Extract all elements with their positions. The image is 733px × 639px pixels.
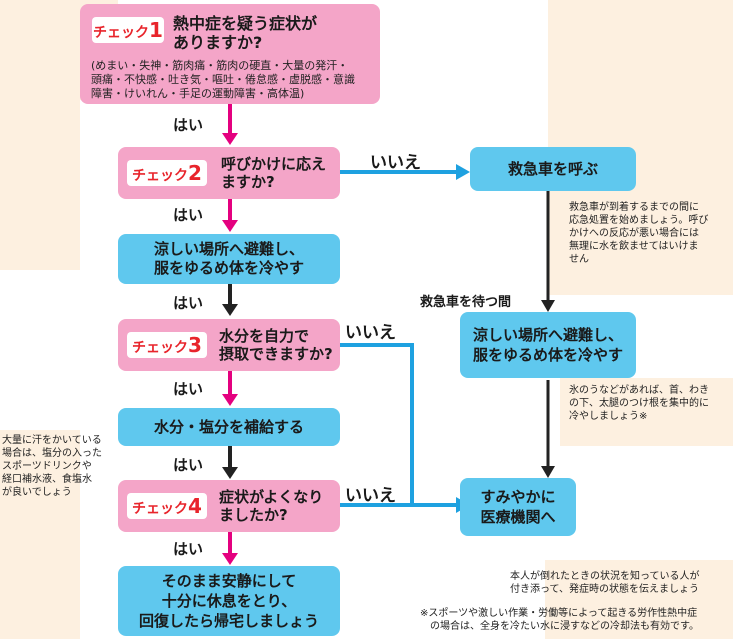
arrow-check1-to-check2: [222, 103, 238, 145]
no-label-check3: いいえ: [345, 323, 396, 343]
companion-note-line2: 付き添って、発症時の状態を伝えましょう: [510, 584, 699, 595]
check2-chip-number: 2: [188, 161, 202, 185]
check3-question-line2: 摂取できますか?: [219, 345, 333, 363]
cool-left-box: 涼しい場所へ避難し、 服をゆるめ体を冷やす: [118, 234, 340, 284]
check1-chip: チェック1: [92, 17, 164, 43]
check2-chip: チェック2: [127, 160, 207, 186]
hydrate-text: 水分・塩分を補給する: [153, 418, 304, 436]
no-label-check4: いいえ: [345, 486, 396, 506]
arrow-check2-no-to-ambulance: [338, 164, 470, 180]
check4-question: 症状がよくなり ましたか?: [219, 488, 323, 524]
check1-symptoms-line2: 頭痛・不快感・吐き気・嘔吐・倦怠感・虚脱感・意識: [91, 73, 355, 86]
sweat-note-line1: 大量に汗をかいている: [2, 435, 102, 446]
check1-question-line1: 熱中症を疑う症状が: [173, 14, 318, 33]
rest-box: そのまま安静にして 十分に休息をとり、 回復したら帰宅しましょう: [118, 566, 340, 636]
check1-symptoms: (めまい・失神・筋肉痛・筋肉の硬直・大量の発汗・ 頭痛・不快感・吐き気・嘔吐・倦…: [91, 59, 355, 101]
check1-symptoms-line3: 障害・けいれん・手足の運動障害・高体温): [91, 87, 305, 100]
cool-left-line1: 涼しい場所へ避難し、: [153, 240, 304, 258]
sweat-note-line4: 経口補水液、食塩水: [2, 474, 92, 485]
arrow-cool-to-check3: [222, 284, 238, 316]
ambulance-note-line1: 救急車が到着するまでの間に: [569, 202, 699, 213]
arrow-check2-to-cool: [222, 198, 238, 232]
yes-label-5: はい: [173, 456, 204, 474]
sweat-note: 大量に汗をかいている 場合は、塩分の入った スポーツドリンクや 経口補水液、食塩…: [2, 434, 102, 499]
check1-symptoms-line1: (めまい・失神・筋肉痛・筋肉の硬直・大量の発汗・: [91, 59, 349, 72]
cool-left-line2: 服をゆるめ体を冷やす: [153, 259, 304, 277]
ambulance-note-line4: 無理に水を飲ませてはいけま: [569, 241, 699, 252]
check3-chip-number: 3: [188, 333, 202, 357]
footnote-line1: ※スポーツや激しい作業・労働等によって起きる労作性熱中症: [420, 608, 698, 619]
rest-line3: 回復したら帰宅しましょう: [138, 612, 319, 630]
cool-right-line2: 服をゆるめ体を冷やす: [472, 346, 623, 364]
waiting-label: 救急車を待つ間: [420, 295, 512, 310]
rest-line1: そのまま安静にして: [161, 572, 297, 590]
yes-label-1: はい: [173, 116, 204, 134]
check3-question-line1: 水分を自力で: [219, 327, 310, 345]
ice-note-line1: 氷のうなどがあれば、首、わき: [569, 385, 709, 396]
sweat-note-line3: スポーツドリンクや: [2, 461, 92, 472]
check1-question: 熱中症を疑う症状が ありますか?: [173, 14, 317, 52]
cool-right-line1: 涼しい場所へ避難し、: [472, 326, 623, 344]
arrow-cool-right-to-hospital: [541, 380, 555, 478]
hospital-line1: すみやかに: [480, 488, 556, 506]
check4-question-line2: ましたか?: [219, 506, 288, 524]
ice-note: 氷のうなどがあれば、首、わき の下、太腿のつけ根を集中的に 冷やしましょう※: [569, 384, 709, 423]
ice-note-line3: 冷やしましょう※: [569, 411, 648, 422]
arrow-check3-to-hydrate: [222, 370, 238, 406]
rest-line2: 十分に休息をとり、: [161, 592, 297, 610]
arrow-ambulance-to-cool-right: [541, 190, 555, 312]
check3-chip-label: チェック: [132, 340, 189, 356]
check4-chip: チェック4: [127, 493, 207, 519]
arrow-hydrate-to-check4: [222, 446, 238, 479]
hospital-box: すみやかに 医療機関へ: [460, 478, 576, 536]
white-block-mid: [390, 185, 500, 265]
ambulance-text: 救急車を呼ぶ: [507, 160, 598, 178]
arrow-check3-no-to-hospital: [338, 343, 414, 505]
check3-question: 水分を自力で 摂取できますか?: [219, 327, 333, 363]
check2-question: 呼びかけに応え ますか?: [221, 155, 326, 191]
yes-label-2: はい: [173, 206, 204, 224]
white-block-left: [0, 270, 100, 430]
ambulance-box: 救急車を呼ぶ: [470, 147, 636, 191]
ambulance-note-line5: せん: [569, 254, 589, 265]
ambulance-note-line2: 応急処置を始めましょう。呼び: [569, 215, 709, 226]
yes-label-3: はい: [173, 294, 204, 312]
check4-chip-label: チェック: [132, 501, 189, 517]
yes-label-4: はい: [173, 380, 204, 398]
arrow-check4-to-rest: [222, 530, 238, 565]
no-label-check2: いいえ: [370, 153, 421, 173]
ambulance-note-line3: かけへの反応が悪い場合には: [569, 228, 699, 239]
check1-chip-label: チェック: [93, 25, 150, 41]
companion-note-line1: 本人が倒れたときの状況を知っている人が: [510, 571, 700, 582]
ice-note-line2: の下、太腿のつけ根を集中的に: [569, 398, 709, 409]
hospital-line2: 医療機関へ: [480, 508, 556, 526]
check3-chip: チェック3: [127, 332, 207, 358]
companion-note: 本人が倒れたときの状況を知っている人が 付き添って、発症時の状態を伝えましょう: [510, 570, 700, 596]
footnote-line2: の場合は、全身を冷たい水に浸すなどの冷却法も有効です。: [430, 621, 699, 632]
check1-chip-number: 1: [149, 18, 163, 42]
check2-question-line1: 呼びかけに応え: [221, 155, 327, 173]
check1-question-line2: ありますか?: [173, 33, 263, 52]
check4-question-line1: 症状がよくなり: [219, 488, 324, 506]
footnote: ※スポーツや激しい作業・労働等によって起きる労作性熱中症 の場合は、全身を冷たい…: [420, 607, 699, 633]
sweat-note-line5: が良いでしょう: [2, 487, 72, 498]
sweat-note-line2: 場合は、塩分の入った: [2, 448, 102, 459]
beige-strip-right-mid: [560, 378, 733, 446]
cool-right-box: 涼しい場所へ避難し、 服をゆるめ体を冷やす: [460, 312, 636, 378]
check2-question-line2: ますか?: [221, 173, 275, 191]
hydrate-box: 水分・塩分を補給する: [118, 408, 340, 446]
check4-chip-number: 4: [188, 494, 202, 518]
check2-chip-label: チェック: [132, 168, 189, 184]
yes-label-6: はい: [173, 540, 204, 558]
ambulance-note: 救急車が到着するまでの間に 応急処置を始めましょう。呼び かけへの反応が悪い場合…: [569, 201, 708, 266]
